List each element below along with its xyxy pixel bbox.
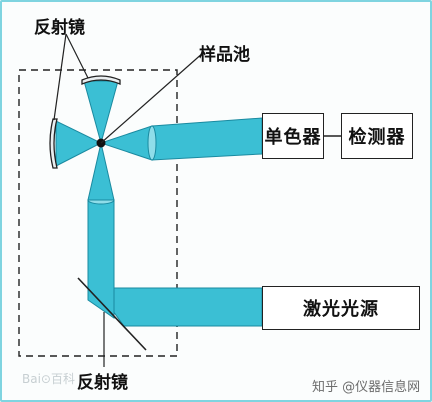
collected-beam xyxy=(151,117,263,161)
scatter-cone-top xyxy=(83,80,119,145)
mirror-top-leader-1 xyxy=(53,33,67,121)
sample-compartment-boundary xyxy=(18,69,178,357)
monochromator-box: 单色器 xyxy=(262,113,324,159)
focus-cone-bottom xyxy=(87,142,115,201)
zhihu-credit: 知乎 @仪器信息网 xyxy=(312,380,421,395)
baidu-watermark: Bai⊙百科 xyxy=(22,372,75,386)
laser-source-box: 激光光源 xyxy=(262,286,420,330)
mirror-left xyxy=(49,118,58,169)
laser-beam-horizontal xyxy=(95,287,263,327)
mirror-top-leader-2 xyxy=(65,33,89,79)
mirror-bottom xyxy=(77,277,147,351)
scatter-cone-right xyxy=(99,125,153,161)
mirror-top-label: 反射镜 xyxy=(34,18,85,38)
mirror-bottom-label: 反射镜 xyxy=(77,373,128,393)
sample-cell-leader xyxy=(100,51,205,144)
detector-box: 检测器 xyxy=(341,113,413,159)
sample-cell-label: 样品池 xyxy=(199,45,250,65)
lens-ellipse-right xyxy=(147,125,157,161)
laser-source-label: 激光光源 xyxy=(303,299,379,320)
detector-label: 检测器 xyxy=(348,127,406,148)
mirror-top xyxy=(81,75,121,85)
laser-beam-vertical xyxy=(87,199,115,319)
scatter-cone-left xyxy=(55,120,103,167)
monochromator-label: 单色器 xyxy=(264,127,322,148)
